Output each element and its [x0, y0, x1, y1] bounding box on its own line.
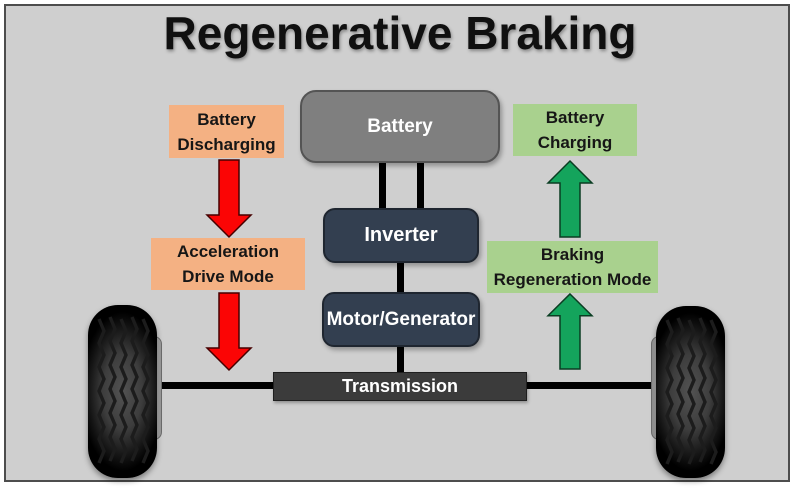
connector-motor-transmission: [397, 346, 404, 373]
transmission-label: Transmission: [341, 376, 459, 396]
braking-regeneration-mode-box: Braking Regeneration Mode: [487, 241, 658, 293]
tire-tread-pattern: [665, 317, 718, 465]
red-down-arrow-icon: [205, 292, 253, 372]
battery-label: Battery: [367, 115, 433, 137]
inverter-node: Inverter: [323, 208, 479, 263]
battery-discharging-label: Battery Discharging: [177, 109, 276, 154]
green-up-arrow-icon: [546, 292, 594, 370]
tire-icon: [88, 305, 157, 478]
braking-regeneration-mode-label: Braking Regeneration Mode: [493, 245, 652, 289]
battery-charging-box: Battery Charging: [513, 104, 637, 156]
battery-node: Battery: [300, 90, 500, 163]
acceleration-drive-mode-box: Acceleration Drive Mode: [151, 238, 305, 290]
red-down-arrow-icon: [205, 159, 253, 239]
battery-charging-label: Battery Charging: [537, 108, 613, 152]
connector-inverter-motor: [397, 262, 404, 293]
connector-battery-inverter-left: [379, 161, 386, 209]
transmission-node: Transmission: [273, 372, 527, 401]
motor-generator-node: Motor/Generator: [322, 292, 480, 347]
acceleration-drive-mode-label: Acceleration Drive Mode: [176, 242, 280, 286]
tire-tread-pattern: [97, 316, 150, 464]
page-title: Regenerative Braking: [163, 7, 637, 59]
axle-left: [150, 382, 276, 389]
motor-generator-label: Motor/Generator: [326, 308, 476, 330]
connector-battery-inverter-right: [417, 161, 424, 209]
tire-icon: [656, 306, 725, 478]
green-up-arrow-icon: [546, 159, 594, 238]
battery-discharging-box: Battery Discharging: [169, 105, 284, 158]
axle-right: [524, 382, 660, 389]
inverter-label: Inverter: [364, 224, 438, 246]
